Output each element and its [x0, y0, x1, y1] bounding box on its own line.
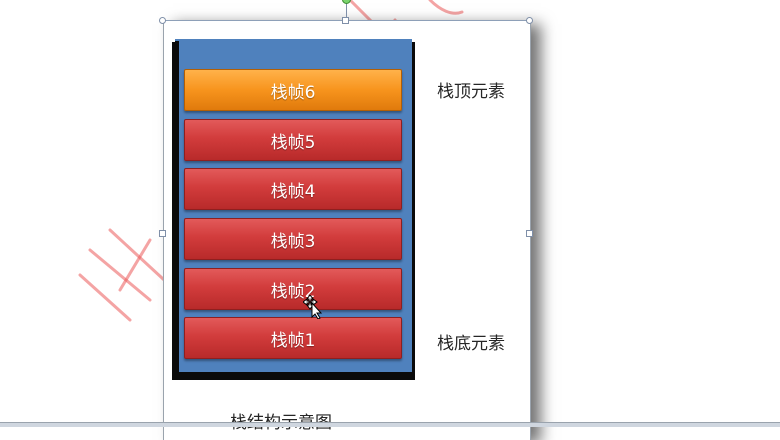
resize-handle-top-left[interactable] [159, 17, 166, 24]
stack-frame-6[interactable]: 栈帧6 [184, 69, 402, 111]
rotate-handle[interactable] [342, 0, 351, 4]
resize-handle-left[interactable] [159, 230, 166, 237]
stack-frame-4[interactable]: 栈帧4 [184, 168, 402, 210]
stack-shadow-bottom [175, 372, 412, 378]
stack-frame-3[interactable]: 栈帧3 [184, 218, 402, 260]
stack-top-label: 栈顶元素 [437, 82, 505, 102]
resize-handle-top-right[interactable] [526, 17, 533, 24]
stack-shadow [175, 41, 179, 377]
rotation-stem [346, 3, 347, 17]
move-cursor-icon [303, 295, 323, 319]
diagram-caption: 栈结构示意图 [230, 408, 332, 433]
bottom-edge [0, 422, 780, 427]
resize-handle-top[interactable] [342, 17, 349, 24]
resize-handle-right[interactable] [526, 230, 533, 237]
stack-bottom-label: 栈底元素 [437, 334, 505, 354]
stack-frame-2[interactable]: 栈帧2 [184, 268, 402, 310]
stack-frame-5[interactable]: 栈帧5 [184, 119, 402, 161]
stack-frame-1[interactable]: 栈帧1 [184, 317, 402, 359]
